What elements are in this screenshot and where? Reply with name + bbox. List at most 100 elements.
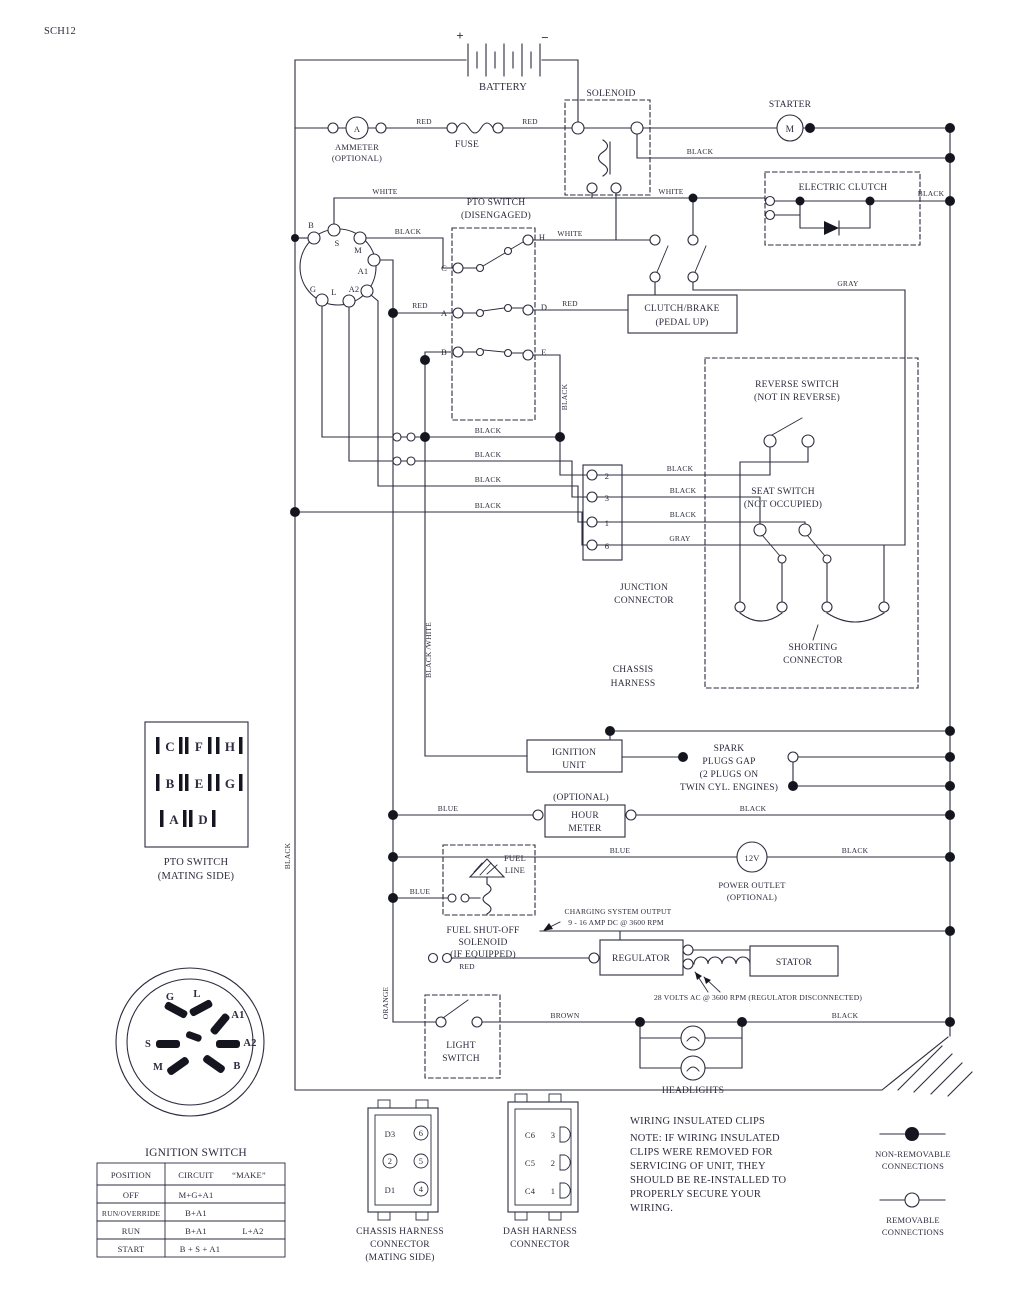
table-row: RUN B+A1 L+A2 bbox=[122, 1226, 264, 1236]
headlight-bulb bbox=[680, 1055, 706, 1081]
starter-motor: M STARTER BLACK bbox=[636, 100, 951, 159]
wire-label-black-j1: BLACK bbox=[670, 510, 697, 519]
chassis-harness-label1: CHASSIS bbox=[613, 665, 653, 675]
spark-plugs-line2: PLUGS GAP bbox=[702, 757, 755, 767]
pto-mating-pin-a: A bbox=[169, 812, 179, 827]
hour-meter-label1: HOUR bbox=[571, 811, 599, 821]
shorting-connector-label1: SHORTING bbox=[788, 643, 837, 653]
ignition-unit: IGNITION UNIT SPARK PLUGS GAP (2 PLUGS O… bbox=[526, 730, 951, 793]
wire-label-black-w1: BLACK bbox=[475, 426, 502, 435]
non-removable-connection-dots bbox=[290, 123, 955, 1027]
note-line4: SERVICING OF UNIT, THEY bbox=[630, 1161, 766, 1172]
solenoid-coil bbox=[597, 139, 611, 177]
light-switch-label2: SWITCH bbox=[442, 1054, 480, 1064]
row-off-position: OFF bbox=[123, 1190, 139, 1200]
ammeter-circle bbox=[345, 116, 369, 140]
ignition-switch-connector: G L A1 A2 S M B IGNITION SWITCH bbox=[115, 967, 265, 1159]
headlight-bulb bbox=[680, 1025, 706, 1051]
ignition-terminal-a2: A2 bbox=[349, 284, 360, 294]
wire-label-black-j2: BLACK bbox=[667, 464, 694, 473]
wiring-note: WIRING INSULATED CLIPS NOTE: IF WIRING I… bbox=[630, 1116, 787, 1214]
spark-plugs-line3: (2 PLUGS ON bbox=[700, 769, 759, 780]
battery-label: BATTERY bbox=[479, 82, 527, 93]
ground-symbol bbox=[897, 1045, 973, 1097]
legend-removable1: REMOVABLE bbox=[886, 1215, 940, 1225]
reverse-switch-label2: (NOT IN REVERSE) bbox=[754, 392, 840, 403]
ignition-unit-label2: UNIT bbox=[562, 761, 586, 771]
junction-pin-6: 6 bbox=[605, 541, 609, 551]
ignition-terminal-a1: A1 bbox=[358, 266, 369, 276]
ignition-unit-label1: IGNITION bbox=[552, 748, 596, 758]
pto-switch-schematic: PTO SWITCH (DISENGAGED) C A B H D E WHIT… bbox=[424, 198, 651, 757]
hour-meter-label2: METER bbox=[568, 824, 602, 834]
ignition-terminal-b: B bbox=[308, 220, 314, 230]
seat-switch-label2: (NOT OCCUPIED) bbox=[744, 499, 822, 510]
row-start-position: START bbox=[118, 1244, 145, 1254]
wire-label-black-w4: BLACK bbox=[475, 501, 502, 510]
dash-pin-1: 1 bbox=[551, 1186, 555, 1196]
junction-pin-3: 3 bbox=[605, 493, 609, 503]
power-outlet-label2: (OPTIONAL) bbox=[727, 892, 777, 902]
battery-minus-sign: − bbox=[541, 30, 549, 45]
electric-clutch: ELECTRIC CLUTCH BLACK bbox=[764, 171, 951, 246]
wire-label-black-e: BLACK bbox=[560, 383, 569, 410]
connector-pin-g: G bbox=[166, 992, 174, 1003]
sheet-id: SCH12 bbox=[44, 26, 76, 37]
ignition-position-table: POSITION CIRCUIT “MAKE” OFF M+G+A1 RUN/O… bbox=[96, 1162, 286, 1258]
row-off-circuit: M+G+A1 bbox=[179, 1190, 214, 1200]
pto-mating-pin-h: H bbox=[225, 739, 235, 754]
wire-label-black-j3: BLACK bbox=[670, 486, 697, 495]
table-header-position: POSITION bbox=[111, 1170, 151, 1180]
chassis-pin-d3: D3 bbox=[385, 1129, 396, 1139]
chassis-connector-label3: (MATING SIDE) bbox=[365, 1252, 434, 1263]
chassis-pin-2: 2 bbox=[388, 1156, 392, 1166]
legend-non-removable2: CONNECTIONS bbox=[882, 1161, 944, 1171]
regulator-label: REGULATOR bbox=[612, 954, 671, 964]
fuse-terminal bbox=[446, 122, 458, 134]
note-line5: SHOULD BE RE-INSTALLED TO bbox=[630, 1175, 787, 1186]
pto-mating-label2: (MATING SIDE) bbox=[158, 871, 235, 882]
junction-pin-2: 2 bbox=[605, 471, 609, 481]
row-run-circuit: B+A1 bbox=[185, 1226, 207, 1236]
battery-symbol: + − BATTERY bbox=[294, 28, 579, 123]
table-header-circuit: CIRCUIT bbox=[178, 1170, 214, 1180]
note-line2: NOTE: IF WIRING INSULATED bbox=[630, 1133, 780, 1144]
fuse-terminal bbox=[492, 122, 504, 134]
charging-output-label1: CHARGING SYSTEM OUTPUT bbox=[565, 907, 672, 916]
dash-pin-c6: C6 bbox=[525, 1130, 535, 1140]
wire-label-black-12v: BLACK bbox=[842, 846, 869, 855]
pto-mating-pin-d: D bbox=[198, 812, 208, 827]
ignition-switch-label: IGNITION SWITCH bbox=[145, 1147, 247, 1159]
clutch-brake-label: CLUTCH/BRAKE bbox=[644, 304, 719, 314]
clutch-brake-state-label: (PEDAL UP) bbox=[655, 317, 708, 328]
dash-pin-c5: C5 bbox=[525, 1158, 535, 1168]
pto-mating-pins: C F H B E G A D bbox=[156, 737, 243, 827]
note-line7: WIRING. bbox=[630, 1203, 673, 1214]
dash-harness-connector: C6 C5 C4 3 2 1 DASH HARNESS CONNECTOR bbox=[503, 1093, 579, 1250]
wire-label-gray-j6: GRAY bbox=[669, 534, 691, 543]
chassis-harness-connector: D3 2 D1 6 5 4 CHASSIS HARNESS CONNECTOR … bbox=[356, 1099, 444, 1263]
fuse-symbol bbox=[456, 122, 494, 134]
wire-label-black-m: BLACK bbox=[395, 227, 422, 236]
reverse-switch: REVERSE SWITCH (NOT IN REVERSE) bbox=[739, 380, 840, 603]
chassis-connector-label1: CHASSIS HARNESS bbox=[356, 1227, 444, 1237]
wire-label-black-starter: BLACK bbox=[687, 147, 714, 156]
shorting-connector-label2: CONNECTOR bbox=[783, 656, 843, 666]
starter-label: STARTER bbox=[769, 100, 812, 110]
junction-connector-label2: CONNECTOR bbox=[614, 596, 674, 606]
headlights: HEADLIGHTS bbox=[639, 1021, 743, 1096]
stator-coil bbox=[693, 956, 751, 965]
pto-terminal-h: H bbox=[539, 232, 545, 242]
light-switch-label1: LIGHT bbox=[446, 1041, 476, 1051]
chassis-pin-5: 5 bbox=[419, 1156, 423, 1166]
wire-label-white-2: WHITE bbox=[658, 187, 683, 196]
pto-terminal-a: A bbox=[441, 308, 448, 318]
chassis-pin-6: 6 bbox=[419, 1128, 423, 1138]
hour-meter-optional: (OPTIONAL) bbox=[553, 792, 609, 803]
arrow-head bbox=[543, 923, 553, 931]
junction-connector: 2 3 1 6 JUNCTION CONNECTOR BLACK BLACK B… bbox=[582, 464, 906, 606]
pto-mating-pin-b: B bbox=[166, 776, 175, 791]
wire-label-black-w2: BLACK bbox=[475, 450, 502, 459]
connector-pin-m: M bbox=[153, 1062, 163, 1073]
pto-mating-pin-g: G bbox=[225, 776, 235, 791]
